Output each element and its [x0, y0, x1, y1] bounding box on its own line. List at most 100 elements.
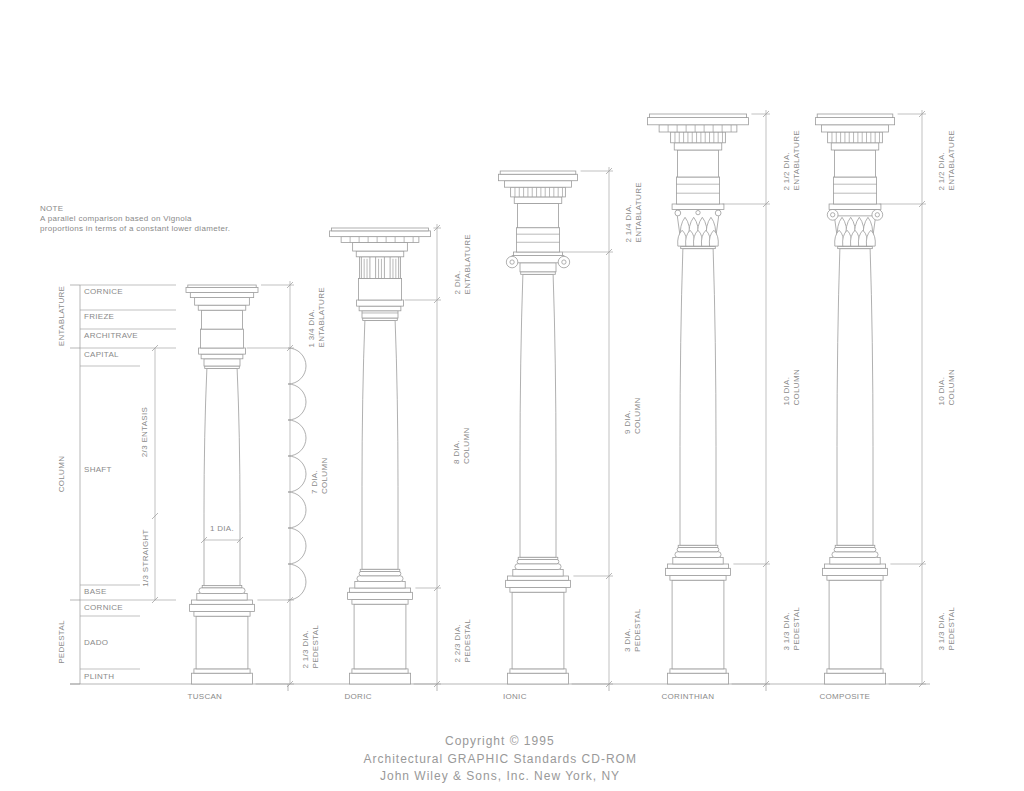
- extension-line: [573, 576, 613, 577]
- triglyph-groove: [364, 259, 365, 279]
- extension-line: [732, 684, 770, 685]
- dentil: [857, 132, 858, 143]
- column-shaft: [204, 369, 240, 586]
- dimension-label: 1 3/4 DIA. ENTABLATURE: [306, 285, 326, 348]
- volute-eye: [562, 260, 566, 264]
- triglyph-groove: [367, 259, 368, 279]
- legend-line: [80, 616, 140, 617]
- dentil: [540, 187, 541, 197]
- dentil: [532, 187, 533, 197]
- base-torus: [359, 571, 401, 575]
- separator-tick: [288, 684, 289, 691]
- base-torus: [199, 588, 245, 594]
- pedestal-molding: [352, 669, 408, 673]
- dentil: [549, 187, 550, 197]
- modillion: [377, 237, 378, 243]
- dentil: [553, 187, 554, 197]
- column-shaft: [362, 321, 398, 570]
- part-label: ARCHITRAVE: [84, 331, 138, 341]
- architrave: [200, 329, 243, 348]
- extension-line: [723, 204, 770, 205]
- pedestal-molding: [194, 669, 250, 673]
- extension-line: [563, 252, 613, 253]
- composite-volute: [872, 209, 883, 220]
- dimension-line: [290, 281, 291, 684]
- order-name: TUSCAN: [188, 692, 223, 702]
- group-label: ENTABLATURE: [57, 286, 67, 346]
- dentil: [687, 132, 688, 143]
- cornice-band: [330, 231, 431, 237]
- modillion: [395, 237, 396, 243]
- acanthus-leaf: [866, 230, 875, 246]
- note-heading: NOTE: [40, 204, 63, 214]
- dentil: [866, 132, 867, 143]
- dentil: [870, 132, 871, 143]
- dentil: [875, 132, 876, 143]
- dentil: [862, 132, 863, 143]
- capital-abacus: [672, 204, 724, 209]
- copyright-line: Copyright © 1995: [445, 734, 555, 749]
- group-tick: [70, 285, 80, 286]
- dentil: [840, 132, 841, 143]
- part-label: BASE: [84, 587, 107, 597]
- modillion: [677, 125, 678, 132]
- fascia-line: [833, 184, 876, 185]
- capital-bell: [676, 209, 719, 246]
- order-name: DORIC: [345, 692, 372, 702]
- dentil: [527, 187, 528, 197]
- modillion: [368, 237, 369, 243]
- base-torus: [834, 547, 876, 551]
- fascia-line: [516, 242, 559, 243]
- part-label: PLINTH: [84, 672, 114, 682]
- dimension-label: 3 1/3 DIA. PEDESTAL: [936, 598, 956, 651]
- capital-bell: [833, 209, 876, 246]
- legend-line: [80, 310, 176, 311]
- triglyph-groove: [378, 259, 379, 279]
- cornice-band: [498, 174, 577, 180]
- pedestal-cornice: [191, 600, 252, 604]
- dentil: [536, 187, 537, 197]
- abacus-flower: [696, 210, 700, 214]
- modillion: [713, 125, 714, 132]
- dimension-line: [922, 110, 923, 684]
- pedestal-cornice: [827, 576, 883, 581]
- cornice-band: [671, 132, 726, 143]
- ionic-volute: [506, 256, 518, 268]
- dimension-label: 1/3 STRAIGHT: [140, 529, 150, 586]
- dentil: [545, 187, 546, 197]
- dimension-label: 2/3 ENTASIS: [140, 407, 150, 457]
- extension-line: [572, 684, 613, 685]
- part-label: CORNICE: [84, 287, 123, 297]
- ionic-volute: [558, 256, 570, 268]
- corinthian-helix: [675, 210, 681, 216]
- triglyph-groove: [381, 259, 382, 279]
- fascia-line: [676, 193, 719, 194]
- dentil: [879, 132, 880, 143]
- dimension-label: 3 1/3 DIA. PEDESTAL: [781, 598, 801, 651]
- dimension-line: [437, 224, 438, 684]
- dimension-label: 2 DIA. ENTABLATURE: [452, 234, 472, 295]
- frieze: [517, 203, 558, 227]
- extension-line: [890, 564, 926, 565]
- group-tick: [70, 348, 80, 349]
- capital-neck: [204, 359, 240, 366]
- dentil: [519, 187, 520, 197]
- dimension-tick: [152, 597, 158, 603]
- cornice-band: [195, 298, 250, 306]
- group-tick: [70, 684, 80, 685]
- dimension-line: [766, 110, 767, 684]
- diameter-line: [204, 540, 240, 541]
- modillion: [413, 237, 414, 243]
- extension-line: [733, 564, 770, 565]
- pedestal-dado: [829, 580, 881, 669]
- cornice-band: [353, 242, 408, 251]
- base-plinth: [673, 558, 723, 564]
- dimension-tick: [152, 513, 158, 519]
- dentil: [696, 132, 697, 143]
- pedestal-cornice: [670, 576, 726, 581]
- pedestal-plinth: [824, 673, 885, 684]
- triglyph-groove: [395, 259, 396, 279]
- extension-line: [405, 300, 441, 301]
- dentil: [853, 132, 854, 143]
